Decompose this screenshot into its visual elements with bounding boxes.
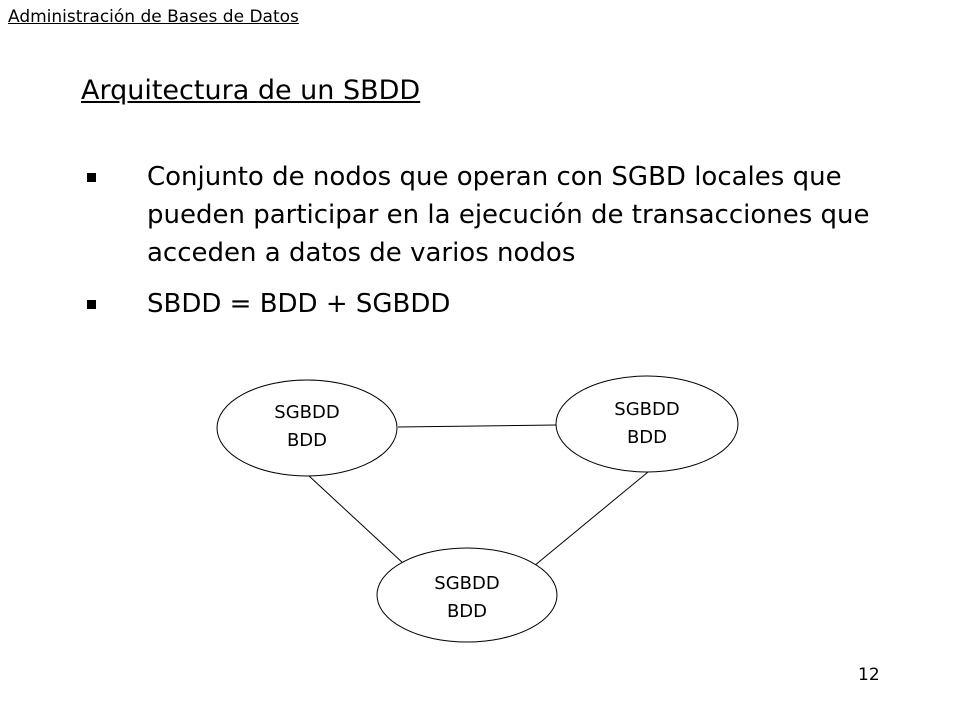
node-top-right: SGBDD BDD xyxy=(555,375,739,473)
node-label-line1: SGBDD xyxy=(434,573,499,594)
node-bottom: SGBDD BDD xyxy=(376,547,558,643)
slide-title: Arquitectura de un SBDD xyxy=(81,75,421,106)
connection-line xyxy=(307,474,405,565)
bullet-item: SBDD = BDD + SGBDD xyxy=(84,285,904,323)
bullet-item: Conjunto de nodos que operan con SGBD lo… xyxy=(84,158,904,272)
node-top-left: SGBDD BDD xyxy=(216,379,398,477)
connection-line xyxy=(397,424,557,428)
bullet-text: Conjunto de nodos que operan con SGBD lo… xyxy=(147,162,870,268)
square-bullet-icon xyxy=(87,300,96,309)
node-label-line1: SGBDD xyxy=(274,402,339,423)
page-number: 12 xyxy=(858,665,880,685)
presentation-header: Administración de Bases de Datos xyxy=(8,7,299,27)
bullet-text: SBDD = BDD + SGBDD xyxy=(147,289,451,319)
node-ellipse xyxy=(216,379,398,477)
node-label-line2: BDD xyxy=(447,601,487,622)
node-label-line1: SGBDD xyxy=(614,399,679,420)
node-label-line2: BDD xyxy=(627,427,667,448)
connection-line xyxy=(533,471,649,567)
bullet-list: Conjunto de nodos que operan con SGBD lo… xyxy=(84,158,904,336)
node-ellipse xyxy=(376,547,558,643)
node-ellipse xyxy=(555,375,739,473)
square-bullet-icon xyxy=(87,173,96,182)
node-label-line2: BDD xyxy=(287,430,327,451)
